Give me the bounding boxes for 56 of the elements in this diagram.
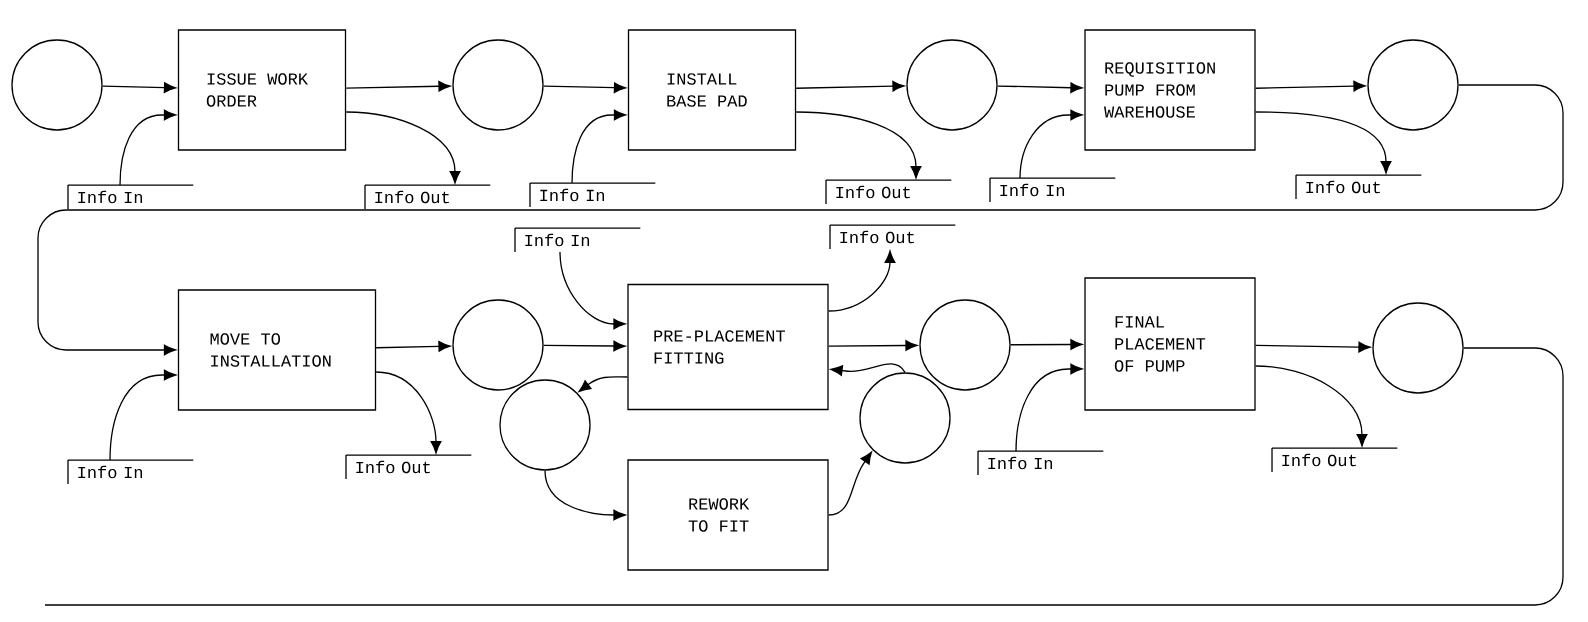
arrow xyxy=(345,80,451,92)
process-box: REQUISITION PUMP FROM WAREHOUSE xyxy=(1084,29,1256,151)
arrow xyxy=(795,80,905,92)
arrow xyxy=(109,369,177,461)
arrow xyxy=(102,82,177,94)
arrow xyxy=(345,111,461,184)
place-circle xyxy=(906,39,998,131)
arrow xyxy=(1255,365,1368,447)
process-box: INSTALL BASE PAD xyxy=(627,29,797,151)
info-label: Info In xyxy=(514,227,641,253)
info-label: Info In xyxy=(529,182,656,208)
arrow xyxy=(1019,109,1083,179)
arrow xyxy=(571,109,627,184)
arrow xyxy=(559,251,626,330)
arrow xyxy=(1255,341,1371,353)
place-circle xyxy=(452,299,544,391)
process-box: ISSUE WORK ORDER xyxy=(177,29,347,151)
arrow xyxy=(795,111,922,179)
arrow xyxy=(375,340,451,352)
arrow xyxy=(544,470,626,521)
arrow xyxy=(997,82,1083,94)
arrow xyxy=(119,109,177,186)
arrow xyxy=(1015,363,1083,452)
info-label: Info Out xyxy=(345,454,472,480)
place-circle xyxy=(11,39,103,131)
process-box: MOVE TO INSTALLATION xyxy=(177,289,377,411)
process-box: FINAL PLACEMENT OF PUMP xyxy=(1084,277,1256,411)
arrow xyxy=(543,82,627,94)
place-circle xyxy=(499,379,591,471)
arrow xyxy=(37,84,1564,356)
arrow xyxy=(578,376,628,392)
info-label: Info Out xyxy=(364,184,491,210)
process-box: PRE-PLACEMENT FITTING xyxy=(627,283,829,411)
info-label: Info Out xyxy=(1295,174,1422,200)
place-circle xyxy=(919,299,1011,391)
info-label: Info In xyxy=(989,177,1116,203)
arrow xyxy=(828,340,918,351)
place-circle xyxy=(452,39,544,131)
arrow xyxy=(830,363,906,376)
info-label: Info Out xyxy=(1271,447,1398,473)
arrow xyxy=(828,451,873,516)
process-box: REWORK TO FIT xyxy=(627,459,829,571)
place-circle xyxy=(1367,39,1459,131)
info-label: Info In xyxy=(977,450,1104,476)
info-label: Info Out xyxy=(829,224,956,250)
info-label: Info In xyxy=(67,459,194,485)
arrow xyxy=(828,250,896,312)
arrow xyxy=(1255,80,1366,92)
place-circle xyxy=(859,372,951,464)
info-label: Info Out xyxy=(825,179,952,205)
place-circle xyxy=(1372,302,1464,394)
arrow xyxy=(375,371,442,454)
info-label: Info In xyxy=(67,184,194,210)
arrow xyxy=(1255,111,1392,174)
arrow xyxy=(1010,339,1083,350)
arrow xyxy=(543,340,626,352)
